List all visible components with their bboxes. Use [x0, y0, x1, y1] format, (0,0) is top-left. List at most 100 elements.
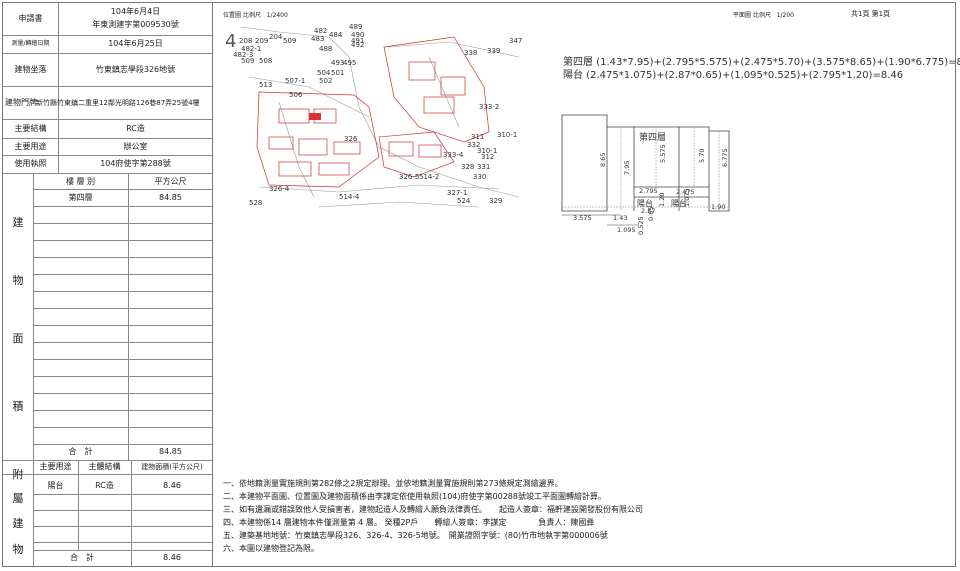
note-2: 二、本建物平面圖、位置圖及建物面積係由李謀定依使用執照(104)府使字第0028… — [223, 492, 606, 501]
structure-value: RC造 — [126, 123, 145, 133]
dim-2.87: 2.87 — [641, 207, 655, 215]
lot-label: 528 — [249, 199, 262, 207]
lot-label: 339 — [487, 47, 500, 55]
dim-2.475: 2.475 — [676, 188, 695, 196]
annex-total-label: 合 計 — [70, 553, 94, 562]
dim-1.095: 1.095 — [617, 226, 636, 234]
note-1: 一、依地籍測量實施規則第282條之2規定辦理。並依地籍測量實施規則第273條規定… — [223, 479, 563, 488]
lot-label: 332 — [467, 141, 480, 149]
building-total-label: 合 計 — [68, 447, 93, 456]
lot-label: 328 — [461, 163, 474, 171]
floor-row-area: 84.85 — [159, 193, 182, 202]
north-arrow: 4 — [225, 31, 236, 52]
lot-label: 492 — [351, 41, 364, 49]
dim-5.575: 5.575 — [659, 144, 667, 163]
dim-7.95: 7.95 — [623, 161, 631, 175]
lot-label: 204 — [269, 33, 283, 41]
survey-date: 104年6月25日 — [108, 39, 163, 48]
target-building-marker — [309, 113, 321, 120]
location-value: 竹東鎮志學段326地號 — [95, 64, 176, 74]
annex-col-use: 主要用途 — [39, 462, 72, 471]
drawing-area: 位置圖 比例尺 1/2400 平面圖 比例尺 1/200 共1頁 第1頁 4 — [213, 3, 960, 566]
annex-total: 8.46 — [163, 553, 181, 562]
dim-0.525: 0.525 — [637, 216, 645, 235]
dim-5.70: 5.70 — [698, 149, 706, 163]
lot-label: 508 — [259, 57, 272, 65]
lot-label: 483 — [311, 35, 324, 43]
lot-label: 493 — [331, 59, 344, 67]
floor-plan-title: 平面圖 比例尺 1/200 — [733, 12, 794, 19]
lot-label: 482 — [314, 27, 327, 35]
use-label: 主要用途 — [14, 141, 47, 151]
door-value: 新竹縣竹東鎮二重里12鄰光明路126巷87弄25號4樓 — [36, 98, 200, 107]
annex-col-struct: 主體結構 — [88, 462, 121, 471]
lot-label: 330 — [473, 173, 486, 181]
dim-1.20: 1.20 — [658, 193, 666, 207]
col-area-header: 平方公尺 — [154, 177, 187, 186]
lot-label: 209 — [255, 37, 268, 45]
lot-label: 509 — [241, 57, 254, 65]
floor-row-name: 第四層 — [68, 193, 93, 202]
lot-label: 513 — [259, 81, 272, 89]
lot-label: 524 — [457, 197, 471, 205]
location-label: 建物坐落 — [14, 64, 47, 74]
floor-plan: 第四層 陽台 陽台 8.65 7.95 5.575 5.70 6.775 2.7… — [561, 114, 730, 235]
building-side-title-1: 建 — [12, 216, 24, 229]
lot-label: 312 — [481, 153, 494, 161]
lot-label: 484 — [329, 31, 343, 39]
lot-label: 331 — [477, 163, 490, 171]
permit-value: 104府使字第288號 — [100, 159, 171, 168]
balcony-label-2: 陽台 — [671, 198, 687, 208]
lot-label: 506 — [289, 91, 303, 99]
lot-label: 514-2 — [419, 173, 439, 181]
dim-0.65: 0.65 — [647, 207, 655, 221]
room-label: 第四層 — [639, 131, 666, 143]
building-total: 84.85 — [159, 447, 182, 456]
lot-label: 504 — [317, 69, 331, 77]
annex-row-area: 8.46 — [163, 481, 181, 490]
permit-label: 使用執照 — [14, 159, 47, 168]
dim-1.90: 1.90 — [711, 203, 725, 211]
lot-label: 490 — [351, 31, 364, 39]
page-number: 共1頁 第1頁 — [851, 10, 891, 18]
location-map: 4 — [225, 23, 522, 208]
note-4: 四、本建物係14 層建物本件僅測量第 4 層。 癸種2P戶 轉繪人簽章：李謀定 … — [223, 518, 595, 527]
annex-col-area: 建物面積(平方公尺) — [141, 463, 203, 471]
building-side-title-3: 面 — [12, 332, 24, 345]
lot-label: 509 — [283, 37, 296, 45]
dim-8.65: 8.65 — [599, 153, 607, 167]
lot-label: 495 — [343, 59, 356, 67]
lot-label: 501 — [331, 69, 344, 77]
annex-side-title-2: 屬 — [12, 492, 24, 505]
lot-label: 333-4 — [443, 151, 464, 159]
lot-label: 329 — [489, 197, 502, 205]
lot-label: 502 — [319, 77, 332, 85]
building-side-title-4: 積 — [12, 400, 24, 413]
apply-label: 申請書 — [18, 14, 43, 23]
dim-1.075: 1.075 — [683, 188, 691, 207]
lot-label: 326-4 — [269, 185, 290, 193]
balcony-label-1: 陽台 — [637, 198, 653, 208]
structure-label: 主要結構 — [14, 123, 47, 133]
annex-side-title-1: 附 — [12, 468, 24, 481]
survey-date-label: 測量/轉繪日期 — [11, 40, 50, 47]
building-form-table: 申請書 104年6月4日 年東測建字第009530號 測量/轉繪日期 104年6… — [3, 3, 213, 566]
note-6: 六、本圖以建物登記為限。 — [223, 544, 319, 553]
annex-row-use: 陽台 — [47, 481, 64, 490]
lot-label: 347 — [509, 37, 522, 45]
lot-label: 491 — [351, 37, 364, 45]
lot-label: 488 — [319, 45, 332, 53]
lot-label: 489 — [349, 23, 362, 31]
lot-label: 208 — [239, 37, 252, 45]
lot-label: 310-1 — [497, 131, 517, 139]
col-floor-header: 樓 層 別 — [65, 177, 96, 186]
use-value: 辦公室 — [123, 141, 148, 151]
door-label: 建物門牌 — [5, 97, 37, 107]
note-3: 三、如有遺漏或錯誤致他人受損害者，建物起造人及轉繪人願負法律責任。 起造人簽章：… — [223, 505, 643, 514]
lot-label: 326 — [344, 135, 358, 143]
lot-label: 338 — [464, 49, 477, 57]
floor-area-formula: 第四層 (1.43*7.95)+(2.795*5.575)+(2.475*5.7… — [563, 57, 960, 68]
dim-6.775: 6.775 — [721, 148, 729, 167]
balcony-area-formula: 陽台 (2.475*1.075)+(2.87*0.65)+(1.095*0.52… — [563, 70, 904, 81]
